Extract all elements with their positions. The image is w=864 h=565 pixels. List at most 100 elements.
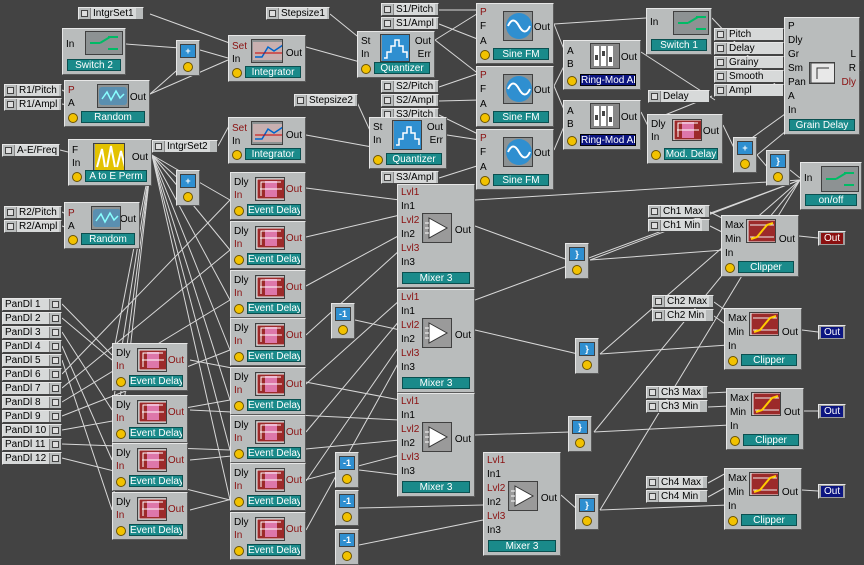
- port-out[interactable]: Out: [167, 407, 184, 418]
- port-in[interactable]: In: [116, 461, 125, 472]
- port-in[interactable]: In2: [487, 497, 501, 508]
- port-in[interactable]: In: [728, 341, 737, 352]
- port-in[interactable]: A: [68, 98, 75, 109]
- port-in[interactable]: F: [72, 145, 79, 156]
- port-in[interactable]: Min: [725, 234, 742, 245]
- port-in[interactable]: In: [651, 132, 660, 143]
- util-plus-2[interactable]: +: [176, 170, 200, 206]
- port-in[interactable]: A: [480, 162, 487, 173]
- port-in[interactable]: P: [480, 70, 487, 81]
- pandl-control[interactable]: PanDl 4: [2, 340, 62, 353]
- r1-ampl-control[interactable]: R1/Ampl: [4, 98, 62, 111]
- ch1-min-control[interactable]: Ch1 Min: [648, 219, 710, 232]
- panel-knob-icon[interactable]: [651, 150, 661, 160]
- panel-knob-icon[interactable]: [234, 401, 244, 411]
- util-sample-1[interactable]: }: [766, 150, 790, 186]
- ch1-max-control[interactable]: Ch1 Max: [648, 205, 710, 218]
- stepsize2-control[interactable]: Stepsize2: [294, 94, 358, 107]
- port-out[interactable]: Out: [285, 427, 302, 438]
- util-plus-3[interactable]: +: [733, 137, 757, 173]
- intgrset2-control[interactable]: IntgrSet2: [152, 140, 218, 153]
- pandl-control[interactable]: PanDl 3: [2, 326, 62, 339]
- panel-knob-icon[interactable]: [234, 546, 244, 556]
- port-in[interactable]: F: [480, 84, 487, 95]
- panel-knob-icon[interactable]: [567, 76, 577, 86]
- util-minus1-3[interactable]: -1: [335, 490, 359, 526]
- panel-knob-icon[interactable]: [232, 150, 242, 160]
- output-2[interactable]: Out: [818, 325, 847, 340]
- port-out[interactable]: Out: [285, 233, 302, 244]
- pandl-control[interactable]: PanDl 2: [2, 312, 62, 325]
- r2-ampl-control[interactable]: R2/Ampl: [4, 220, 62, 233]
- panel-knob-icon[interactable]: [183, 62, 193, 72]
- port-in[interactable]: Dly: [234, 226, 249, 237]
- port-in[interactable]: Min: [728, 327, 745, 338]
- port-in[interactable]: Sm: [788, 63, 803, 74]
- port-out[interactable]: Err: [429, 135, 443, 146]
- port-out[interactable]: Dly: [841, 77, 856, 88]
- port-in[interactable]: In2: [401, 438, 415, 449]
- port-out[interactable]: Out: [778, 234, 795, 245]
- r2-pitch-control[interactable]: R2/Pitch: [4, 206, 62, 219]
- port-out[interactable]: Out: [131, 152, 148, 163]
- util-sample-5[interactable]: }: [575, 494, 599, 530]
- r1-pitch-control[interactable]: R1/Pitch: [4, 84, 62, 97]
- port-in[interactable]: Min: [730, 407, 747, 418]
- port-out[interactable]: Out: [426, 122, 443, 133]
- panel-knob-icon[interactable]: [183, 192, 193, 202]
- port-in[interactable]: P: [68, 85, 75, 96]
- port-in[interactable]: Dly: [116, 448, 131, 459]
- pandl-control[interactable]: PanDl 12: [2, 452, 62, 465]
- port-in[interactable]: Min: [728, 487, 745, 498]
- panel-knob-icon[interactable]: [342, 512, 352, 522]
- panel-knob-icon[interactable]: [342, 551, 352, 561]
- port-in[interactable]: A: [480, 99, 487, 110]
- output-1[interactable]: Out: [818, 231, 847, 246]
- port-out[interactable]: Out: [129, 92, 146, 103]
- intgrset1-control[interactable]: IntgrSet1: [78, 7, 144, 20]
- port-in[interactable]: Dly: [234, 275, 249, 286]
- panel-knob-icon[interactable]: [116, 377, 126, 387]
- port-out[interactable]: Out: [167, 355, 184, 366]
- port-in[interactable]: St: [361, 36, 371, 47]
- panel-knob-icon[interactable]: [234, 449, 244, 459]
- port-in[interactable]: In3: [401, 257, 415, 268]
- panel-knob-icon[interactable]: [68, 235, 78, 245]
- gd-delay-control[interactable]: Delay: [714, 42, 784, 55]
- port-in[interactable]: In1: [401, 306, 415, 317]
- panel-knob-icon[interactable]: [480, 113, 490, 123]
- port-out[interactable]: Out: [620, 112, 637, 123]
- port-in[interactable]: B: [567, 119, 574, 130]
- port-in[interactable]: In1: [401, 410, 415, 421]
- panel-knob-icon[interactable]: [68, 113, 78, 123]
- stepsize1-control[interactable]: Stepsize1: [266, 7, 330, 20]
- port-in[interactable]: Lvl1: [401, 187, 420, 198]
- util-sample-4[interactable]: }: [568, 416, 592, 452]
- port-out[interactable]: L: [850, 49, 856, 60]
- port-in[interactable]: A: [788, 91, 795, 102]
- port-in[interactable]: F: [480, 147, 487, 158]
- port-out[interactable]: Out: [119, 214, 136, 225]
- port-in[interactable]: In: [116, 361, 125, 372]
- panel-knob-icon[interactable]: [725, 263, 735, 273]
- port-in[interactable]: Lvl3: [401, 243, 420, 254]
- port-out[interactable]: Out: [285, 475, 302, 486]
- util-minus1-2[interactable]: -1: [335, 452, 359, 488]
- pandl-control[interactable]: PanDl 10: [2, 424, 62, 437]
- port-out[interactable]: Out: [454, 225, 471, 236]
- port-in[interactable]: In: [66, 39, 75, 50]
- s2-pitch-control[interactable]: S2/Pitch: [381, 80, 439, 93]
- port-in[interactable]: In: [116, 510, 125, 521]
